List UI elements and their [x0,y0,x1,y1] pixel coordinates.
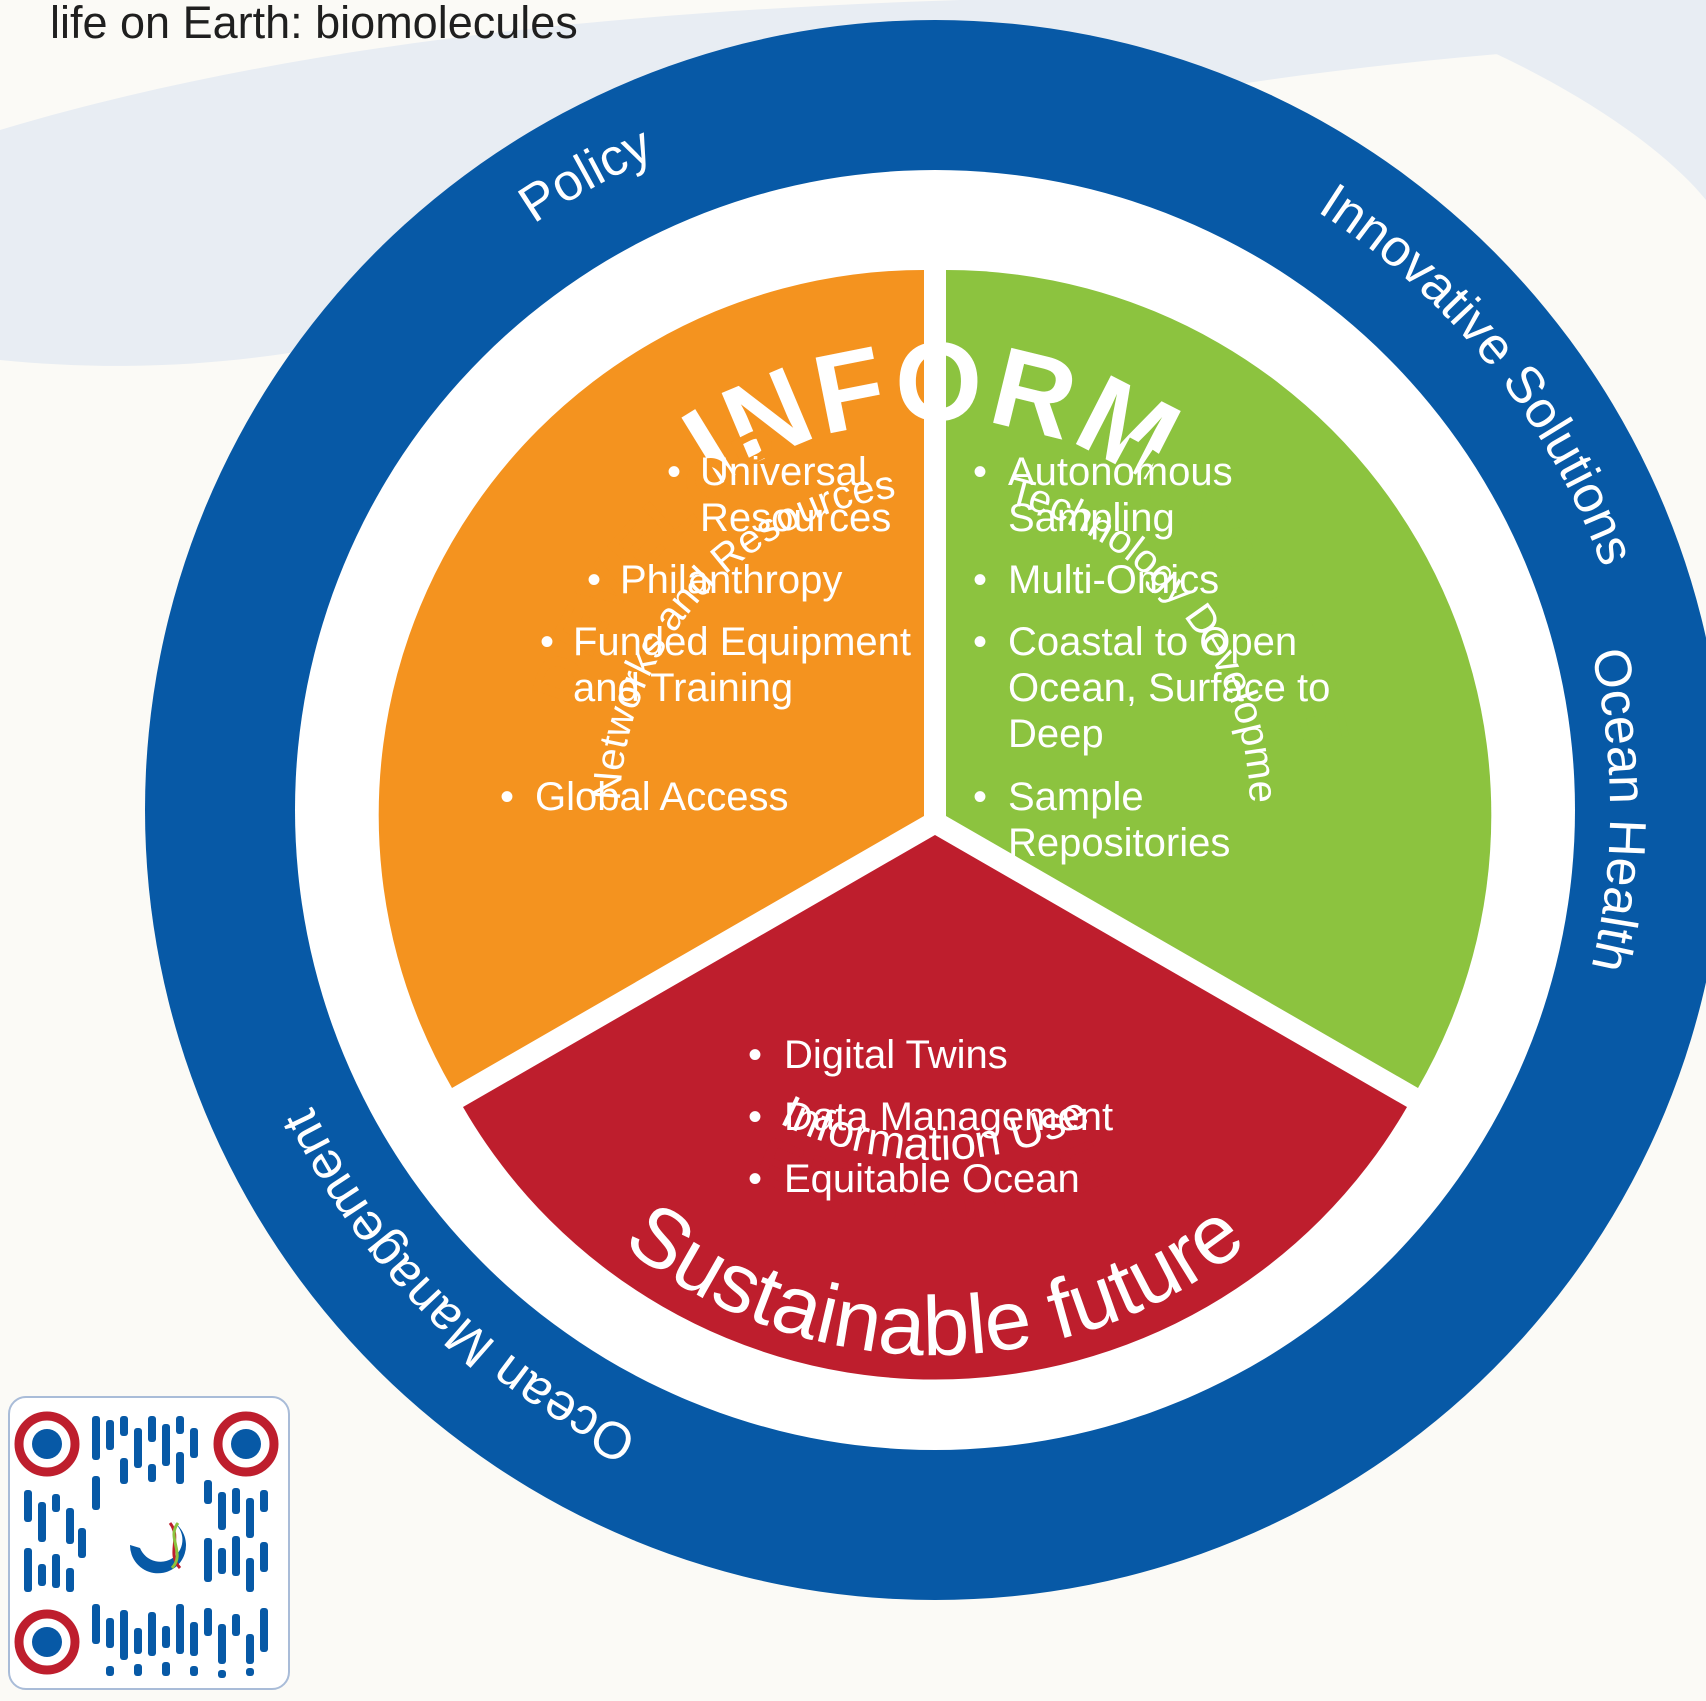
enhance-item-bullet: • [748,1033,762,1077]
develop-sector[interactable] [378,269,924,1089]
qr-finder-top-left [14,1411,80,1477]
develop-item-bullet: • [540,620,554,664]
innovate-item-bullet: • [973,620,987,664]
enhance-item-bullet: • [748,1157,762,1201]
item-line: and Training [573,666,793,710]
develop-item: Global Access [535,775,788,819]
qr-modules [24,1416,268,1678]
intro-caption-text: life on Earth: biomolecules [50,0,578,48]
qr-finder-top-right [213,1411,279,1477]
item-line: Ocean, Surface to [1008,666,1330,710]
develop-item: Philanthropy [620,558,842,602]
innovate-item: Multi-Omics [1008,558,1219,602]
item-line: Resources [700,496,891,540]
item-line: Sampling [1008,496,1175,540]
qr-center-logo [113,1501,201,1589]
enhance-item: Digital Twins [784,1033,1008,1077]
enhance-item: Equitable Ocean [784,1157,1080,1201]
develop-item-bullet: • [667,450,681,494]
item-line: Coastal to Open [1008,620,1297,664]
item-line: Sample [1008,775,1144,819]
enhance-sector[interactable] [463,835,1407,1380]
develop-item-bullet: • [500,775,514,819]
qr-code-card[interactable] [8,1396,290,1690]
item-line: Deep [1008,712,1104,756]
qr-code-icon [14,1411,279,1678]
innovate-item-bullet: • [973,775,987,819]
innovate-sector[interactable] [946,269,1492,1089]
item-line: Universal [700,450,867,494]
develop-item-bullet: • [587,558,601,602]
innovate-item-bullet: • [973,450,987,494]
item-line: Repositories [1008,821,1230,865]
enhance-item-bullet: • [748,1095,762,1139]
item-line: Funded Equipment [573,620,911,664]
qr-finder-bottom-left [14,1609,80,1675]
innovate-item-bullet: • [973,558,987,602]
enhance-item: Data Management [784,1095,1113,1139]
item-line: Autonomous [1008,450,1233,494]
enhance-items: • Digital Twins • Data Management • Equi… [748,1033,1113,1201]
